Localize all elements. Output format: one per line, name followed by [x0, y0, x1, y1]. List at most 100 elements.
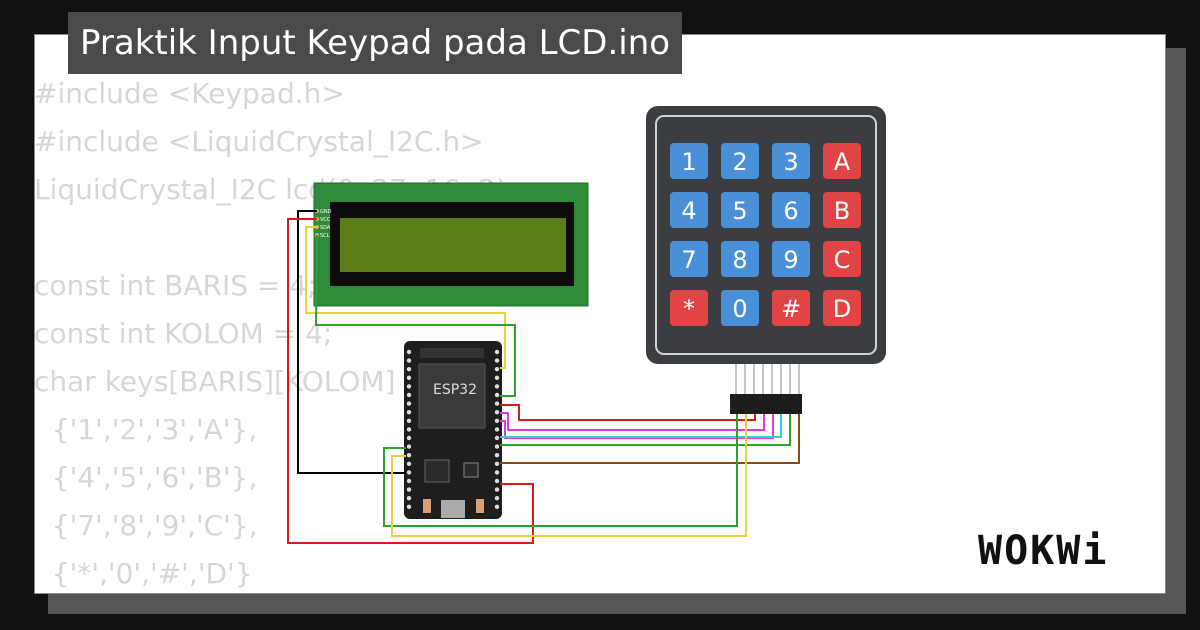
esp32-pin: [494, 401, 500, 406]
keypad-key[interactable]: *: [670, 290, 708, 326]
code-line: const int KOLOM = 4;: [34, 317, 333, 350]
lcd-pin-label: GND: [320, 209, 332, 215]
keypad-key[interactable]: 8: [721, 241, 759, 277]
keypad-key-face[interactable]: [823, 192, 861, 228]
esp32-pin: [406, 461, 412, 466]
keypad-key-face[interactable]: [670, 192, 708, 228]
keypad-key[interactable]: 6: [772, 192, 810, 228]
code-background: #include <Keypad.h>#include <LiquidCryst…: [34, 70, 516, 598]
keypad-key-label: A: [834, 148, 851, 176]
keypad-key[interactable]: 7: [670, 241, 708, 277]
esp32-pin: [406, 392, 412, 398]
esp32-pin: [406, 453, 412, 458]
chip-label: ESP32: [433, 382, 477, 398]
esp32-pin: [494, 478, 500, 484]
keypad-key-label: 2: [732, 148, 747, 176]
keypad-key-label: 4: [681, 197, 696, 225]
esp32-pin: [406, 384, 412, 389]
esp32-pin: [406, 496, 412, 501]
esp32-pin: [494, 418, 500, 423]
lcd-pin-label: SCL: [320, 233, 330, 239]
keypad-key-label: B: [834, 197, 850, 225]
code-line: {'1','2','3','A'},: [34, 413, 258, 446]
esp32-pin: [494, 487, 500, 492]
keypad-key[interactable]: 9: [772, 241, 810, 277]
keypad-key-label: 3: [783, 148, 798, 176]
esp32-pin: [406, 410, 412, 415]
esp32-pin: [494, 435, 500, 441]
keypad-key-face[interactable]: [670, 241, 708, 277]
esp32-pin: [494, 367, 500, 372]
code-line: #include <Keypad.h>: [34, 77, 345, 110]
keypad-key-label: 6: [783, 197, 798, 225]
wires: [287, 210, 800, 544]
keypad-key-face[interactable]: [721, 143, 759, 179]
lcd-display[interactable]: GND VCC SDA SCL: [313, 182, 589, 307]
esp32-pin: [494, 358, 500, 363]
keypad-key-label: #: [781, 295, 801, 323]
esp32-pin: [494, 496, 500, 501]
keypad-key-label: 0: [732, 295, 747, 323]
esp32-board[interactable]: ESP32: [404, 341, 502, 519]
esp32-pin: [406, 444, 412, 449]
keypad-key-face[interactable]: [772, 143, 810, 179]
keypad-key-label: *: [683, 295, 695, 323]
keypad-key-face[interactable]: [772, 241, 810, 277]
esp32-pin: [406, 358, 412, 363]
keypad-key-label: 7: [681, 246, 696, 274]
code-line: char keys[BARIS][KOLOM] = {: [34, 365, 455, 398]
keypad-key-face[interactable]: [721, 192, 759, 228]
esp32-pin: [494, 349, 500, 355]
page-title: Praktik Input Keypad pada LCD.ino: [68, 12, 683, 74]
keypad-key-label: 8: [732, 246, 747, 274]
keypad-key-face[interactable]: [670, 143, 708, 179]
keypad[interactable]: 1 2 3 A 4 5 6 B 7 8 9 C * 0 # D: [646, 106, 886, 414]
esp32-pin: [494, 392, 500, 398]
keypad-key-label: 9: [783, 246, 798, 274]
keypad-key-face[interactable]: [823, 143, 861, 179]
esp32-pin: [494, 384, 500, 389]
esp32-pin: [406, 470, 412, 475]
keypad-key[interactable]: 5: [721, 192, 759, 228]
esp32-pin: [406, 401, 412, 406]
code-line: {'7','8','9','C'},: [34, 509, 258, 542]
keypad-key-face[interactable]: [721, 290, 759, 326]
keypad-key-face[interactable]: [823, 290, 861, 326]
keypad-key-face[interactable]: [823, 241, 861, 277]
keypad-key-face[interactable]: [772, 192, 810, 228]
keypad-key[interactable]: B: [823, 192, 861, 228]
esp32-pin: [406, 349, 412, 355]
esp32-pin: [494, 461, 500, 466]
esp32-pin: [494, 427, 500, 432]
esp32-pin: [494, 444, 500, 449]
keypad-key-face[interactable]: [772, 290, 810, 326]
esp32-pin: [406, 478, 412, 484]
wokwi-logo: WOKWi: [978, 528, 1150, 574]
code-line: {'*','0','#','D'}: [34, 557, 253, 590]
keypad-key[interactable]: 0: [721, 290, 759, 326]
esp32-pin: [406, 435, 412, 441]
keypad-key-label: C: [834, 246, 851, 274]
lcd-pin-label: VCC: [320, 217, 331, 223]
keypad-key[interactable]: 2: [721, 143, 759, 179]
keypad-key-label: 1: [681, 148, 696, 176]
code-line: const int BARIS = 4;: [34, 269, 317, 302]
keypad-key-face[interactable]: [670, 290, 708, 326]
keypad-key[interactable]: D: [823, 290, 861, 326]
esp32-pin: [494, 410, 500, 415]
keypad-key-label: 5: [732, 197, 747, 225]
esp32-pin: [406, 427, 412, 432]
esp32-pin: [406, 367, 412, 372]
preview-card: [34, 34, 1166, 594]
keypad-key[interactable]: 3: [772, 143, 810, 179]
keypad-key[interactable]: A: [823, 143, 861, 179]
keypad-key[interactable]: C: [823, 241, 861, 277]
keypad-key-face[interactable]: [721, 241, 759, 277]
keypad-key[interactable]: 4: [670, 192, 708, 228]
esp32-pin: [494, 504, 500, 509]
esp32-pin: [406, 487, 412, 492]
keypad-key[interactable]: 1: [670, 143, 708, 179]
keypad-key[interactable]: #: [772, 290, 810, 326]
esp32-pin: [406, 418, 412, 423]
